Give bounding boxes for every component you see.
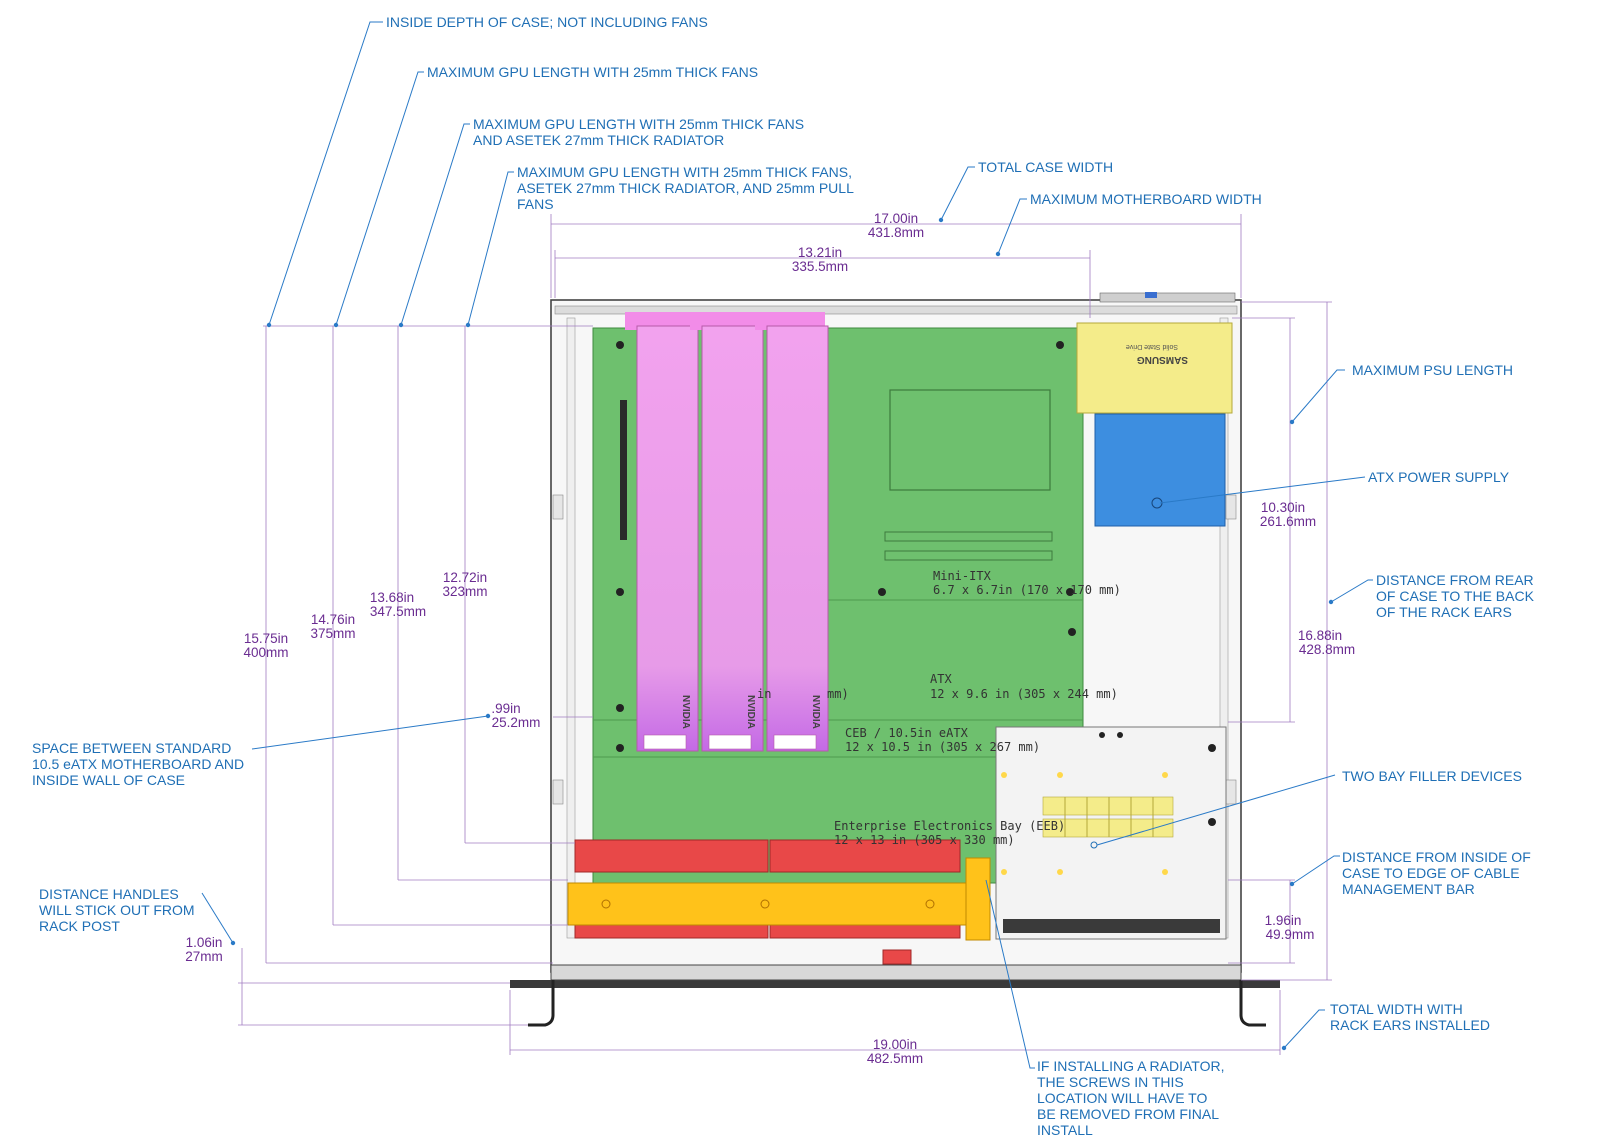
note-handles-2: WILL STICK OUT FROM	[39, 902, 195, 918]
dim-psu-in: 10.30in	[1261, 500, 1305, 515]
note-gpu-radiator-1: MAXIMUM GPU LENGTH WITH 25mm THICK FANS	[473, 116, 804, 132]
note-cable-bar-2: CASE TO EDGE OF CABLE	[1342, 865, 1520, 881]
note-rack-ears-1: TOTAL WIDTH WITH	[1330, 1001, 1463, 1017]
ssd-subtitle: Solid State Drive	[1126, 343, 1178, 350]
note-gpu-pull-2: ASETEK 27mm THICK RADIATOR, AND 25mm PUL…	[517, 180, 854, 196]
note-radiator-2: THE SCREWS IN THIS	[1037, 1074, 1184, 1090]
dimension-lines	[238, 214, 1332, 1055]
dim-gpu1-in: 14.76in	[311, 612, 355, 627]
note-rack-ears-2: RACK EARS INSTALLED	[1330, 1017, 1490, 1033]
atx-partial-in: in	[757, 687, 771, 701]
atx-partial-mm: mm)	[827, 687, 849, 701]
dim-total-width-in: 17.00in	[874, 211, 918, 226]
dim-gap-mm: 25.2mm	[492, 715, 541, 730]
dim-gpu1-mm: 375mm	[310, 626, 355, 641]
dim-cable-mm: 49.9mm	[1266, 927, 1315, 942]
gpu-3	[755, 312, 829, 752]
dim-gpu2-in: 13.68in	[370, 590, 414, 605]
note-rear-to-ears-2: OF CASE TO THE BACK	[1376, 588, 1535, 604]
gpu-2-brand: NVIDIA	[745, 695, 756, 729]
dim-gpu3-mm: 323mm	[442, 584, 487, 599]
dim-gap-in: .99in	[491, 701, 520, 716]
dim-handles-mm: 27mm	[185, 949, 223, 964]
note-radiator-1: IF INSTALLING A RADIATOR,	[1037, 1058, 1225, 1074]
note-gpu-25mm-fans: MAXIMUM GPU LENGTH WITH 25mm THICK FANS	[427, 64, 758, 80]
dim-cable-in: 1.96in	[1265, 913, 1302, 928]
note-rear-to-ears-1: DISTANCE FROM REAR	[1376, 572, 1534, 588]
eeb-label: Enterprise Electronics Bay (EEB)	[834, 819, 1065, 833]
bay-filler-screws	[1001, 732, 1216, 875]
motherboard-screws	[616, 341, 1076, 752]
atx-size: 12 x 9.6 in (305 x 244 mm)	[930, 687, 1118, 701]
ssd-drive: SAMSUNG Solid State Drive	[1076, 322, 1233, 414]
note-radiator-3: LOCATION WILL HAVE TO	[1037, 1090, 1207, 1106]
front-handle-latch	[882, 949, 912, 965]
bay-filler-devices	[995, 726, 1227, 940]
gpu-2	[690, 312, 764, 752]
note-gpu-pull-1: MAXIMUM GPU LENGTH WITH 25mm THICK FANS,	[517, 164, 852, 180]
leader-arrowheads	[230, 217, 1334, 1051]
dim-gpu3-in: 12.72in	[443, 570, 487, 585]
gpu-1	[625, 312, 699, 752]
eeb-size: 12 x 13 in (305 x 330 mm)	[834, 833, 1015, 847]
note-space-1: SPACE BETWEEN STANDARD	[32, 740, 231, 756]
dim-rear-mm: 428.8mm	[1299, 642, 1355, 657]
dim-depth-mm: 400mm	[243, 645, 288, 660]
note-bay-fillers: TWO BAY FILLER DEVICES	[1342, 768, 1522, 784]
atx-label: ATX	[930, 672, 952, 686]
dim-ears-in: 19.00in	[873, 1037, 917, 1052]
dim-mb-width-in: 13.21in	[798, 245, 842, 260]
dim-mb-width-mm: 335.5mm	[792, 259, 848, 274]
rack-ears	[510, 964, 1280, 1027]
leader-lines	[201, 21, 1373, 1069]
dim-psu-mm: 261.6mm	[1260, 514, 1316, 529]
mini-itx-label: Mini-ITX	[933, 569, 992, 583]
ceb-label: CEB / 10.5in eATX	[845, 726, 969, 740]
note-radiator-4: BE REMOVED FROM FINAL	[1037, 1106, 1219, 1122]
note-max-psu-length: MAXIMUM PSU LENGTH	[1352, 362, 1513, 378]
dim-handles-in: 1.06in	[186, 935, 223, 950]
dim-ears-mm: 482.5mm	[867, 1051, 923, 1066]
dim-depth-in: 15.75in	[244, 631, 288, 646]
note-space-2: 10.5 eATX MOTHERBOARD AND	[32, 756, 244, 772]
note-max-mb-width: MAXIMUM MOTHERBOARD WIDTH	[1030, 191, 1262, 207]
note-radiator-5: INSTALL	[1037, 1122, 1093, 1138]
note-handles-3: RACK POST	[39, 918, 120, 934]
atx-power-supply	[1094, 413, 1226, 527]
note-gpu-radiator-2: AND ASETEK 27mm THICK RADIATOR	[473, 132, 724, 148]
dim-gpu2-mm: 347.5mm	[370, 604, 426, 619]
ssd-brand: SAMSUNG	[1137, 354, 1188, 365]
note-total-case-width: TOTAL CASE WIDTH	[978, 159, 1113, 175]
gpu-1-brand: NVIDIA	[680, 695, 691, 729]
mini-itx-size: 6.7 x 6.7in (170 x 170 mm)	[933, 583, 1121, 597]
ceb-size: 12 x 10.5 in (305 x 267 mm)	[845, 740, 1040, 754]
note-atx-power-supply: ATX POWER SUPPLY	[1368, 469, 1510, 485]
note-cable-bar-3: MANAGEMENT BAR	[1342, 881, 1475, 897]
note-space-3: INSIDE WALL OF CASE	[32, 772, 185, 788]
dim-total-width-mm: 431.8mm	[868, 225, 924, 240]
note-gpu-pull-3: FANS	[517, 196, 554, 212]
dim-rear-in: 16.88in	[1298, 628, 1342, 643]
gpu-3-brand: NVIDIA	[810, 695, 821, 729]
note-handles-1: DISTANCE HANDLES	[39, 886, 179, 902]
note-inside-depth: INSIDE DEPTH OF CASE; NOT INCLUDING FANS	[386, 14, 708, 30]
note-cable-bar-1: DISTANCE FROM INSIDE OF	[1342, 849, 1531, 865]
note-rear-to-ears-3: OF THE RACK EARS	[1376, 604, 1512, 620]
